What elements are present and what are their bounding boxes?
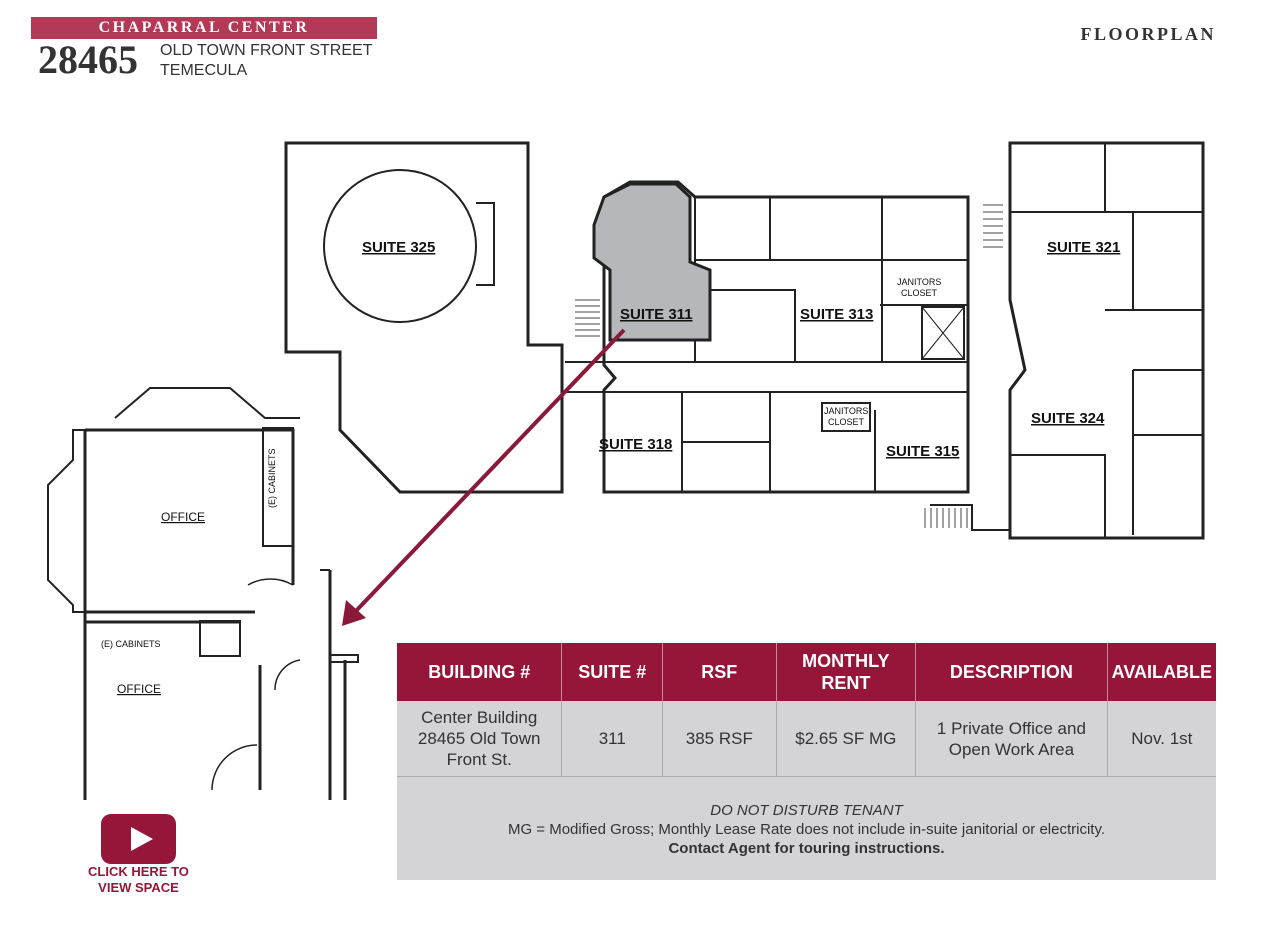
cell-rsf: 385 RSF — [662, 701, 777, 777]
elevator-x — [921, 306, 965, 360]
suite-325-label: SUITE 325 — [362, 239, 435, 256]
detail-door-arc-1 — [247, 578, 294, 586]
cell-rent: $2.65 SF MG — [776, 701, 917, 777]
stairs-north-east — [983, 204, 1003, 248]
play-icon — [131, 827, 153, 851]
note-modified-gross: MG = Modified Gross; Monthly Lease Rate … — [507, 821, 1106, 838]
note-do-not-disturb: DO NOT DISTURB TENANT — [710, 802, 903, 819]
header-description: DESCRIPTION — [915, 643, 1108, 701]
address-street: OLD TOWN FRONT STREET — [160, 42, 373, 59]
address-city: TEMECULA — [160, 62, 248, 79]
view-space-button[interactable] — [101, 814, 176, 864]
header-available: AVAILABLE — [1107, 643, 1216, 701]
suite-321-label: SUITE 321 — [1047, 239, 1120, 256]
interior-wall-5 — [710, 289, 796, 362]
suite-318-label: SUITE 318 — [599, 436, 672, 453]
elevator-box — [921, 306, 965, 360]
cell-building: Center Building 28465 Old Town Front St. — [397, 701, 563, 777]
suite-325-rotunda — [323, 169, 477, 323]
table-header-row: BUILDING # SUITE # RSF MONTHLY RENT DESC… — [397, 643, 1216, 701]
janitors-closet-1-label: JANITORS — [897, 277, 941, 287]
suite-315-label: SUITE 315 — [886, 443, 959, 460]
building-number: 28465 — [38, 37, 138, 82]
detail-cabinet-box — [199, 620, 241, 657]
view-space-link[interactable]: CLICK HERE TO VIEW SPACE — [88, 864, 189, 895]
cell-available: Nov. 1st — [1107, 701, 1216, 777]
listing-table: BUILDING # SUITE # RSF MONTHLY RENT DESC… — [397, 643, 1216, 777]
suite-313-label: SUITE 313 — [800, 306, 873, 323]
stair-connector — [930, 504, 1010, 531]
suite-325-bay — [476, 202, 495, 286]
detail-cabinet-column — [262, 427, 294, 547]
detail-office-top-label: OFFICE — [161, 510, 205, 524]
callout-arrow-line — [353, 328, 626, 614]
detail-edge — [320, 569, 359, 663]
suite-311-label: SUITE 311 — [620, 306, 693, 323]
east-building-outline — [1008, 141, 1205, 540]
table-row: Center Building 28465 Old Town Front St.… — [397, 701, 1216, 777]
notes-panel: DO NOT DISTURB TENANT MG = Modified Gros… — [397, 777, 1216, 880]
brand-banner: CHAPARRAL CENTER — [31, 17, 377, 39]
east-wall-8 — [1010, 454, 1106, 538]
janitors-closet-2-box — [821, 402, 871, 432]
callout-arrow-head — [342, 600, 366, 626]
suite-311-highlight — [592, 182, 712, 342]
detail-door-arc-3 — [274, 659, 301, 691]
header-rsf: RSF — [662, 643, 777, 701]
detail-cabinets-vertical-label: (E) CABINETS — [267, 448, 277, 508]
stairs-west — [575, 299, 600, 337]
detail-door-arc-2 — [211, 744, 258, 791]
note-contact-agent: Contact Agent for touring instructions. — [668, 840, 945, 857]
janitors-closet-2-label: JANITORS — [824, 406, 868, 416]
header-building: BUILDING # — [397, 643, 563, 701]
janitors-closet-1-label-2: CLOSET — [901, 288, 938, 298]
detail-office-bottom-label: OFFICE — [117, 682, 161, 696]
stairs-south — [924, 508, 968, 528]
page-title: FLOORPLAN — [1080, 24, 1216, 44]
header-suite: SUITE # — [561, 643, 664, 701]
suite-324-label: SUITE 324 — [1031, 410, 1105, 427]
cell-description: 1 Private Office and Open Work Area — [915, 701, 1108, 777]
janitors-closet-2-label-2: CLOSET — [828, 417, 865, 427]
header-monthly-rent: MONTHLY RENT — [776, 643, 917, 701]
detail-plan-outline — [83, 428, 347, 800]
detail-bay-window — [47, 429, 85, 613]
detail-bay-window-top — [114, 387, 300, 419]
detail-cabinets-horizontal-label: (E) CABINETS — [101, 639, 161, 649]
cell-suite: 311 — [561, 701, 664, 777]
central-building-outline — [602, 180, 970, 494]
suite-325-outline — [284, 141, 564, 494]
